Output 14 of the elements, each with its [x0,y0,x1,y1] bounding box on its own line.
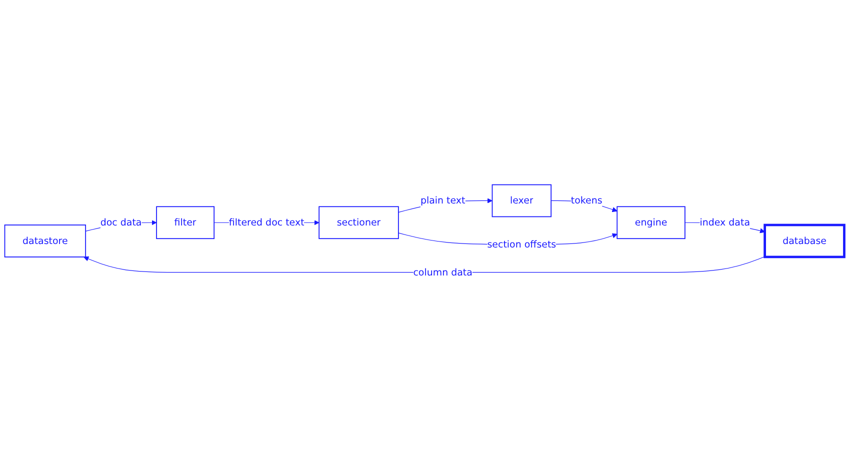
edge-label: section offsets [487,239,556,250]
edge-label: plain text [420,195,466,206]
node-box: sectioner [318,206,399,240]
arrow [84,256,766,274]
node-box: database [764,224,846,259]
node-box: filter [156,206,215,240]
edge-label: doc data [100,217,142,228]
edge-label: filtered doc text [228,217,304,228]
node-box: datastore [4,224,86,258]
edge-label: tokens [570,195,602,206]
edge-label: index data [700,217,750,228]
node-box: engine [616,206,686,240]
edge-label: column data [413,266,472,278]
node-box: lexer [492,184,552,218]
